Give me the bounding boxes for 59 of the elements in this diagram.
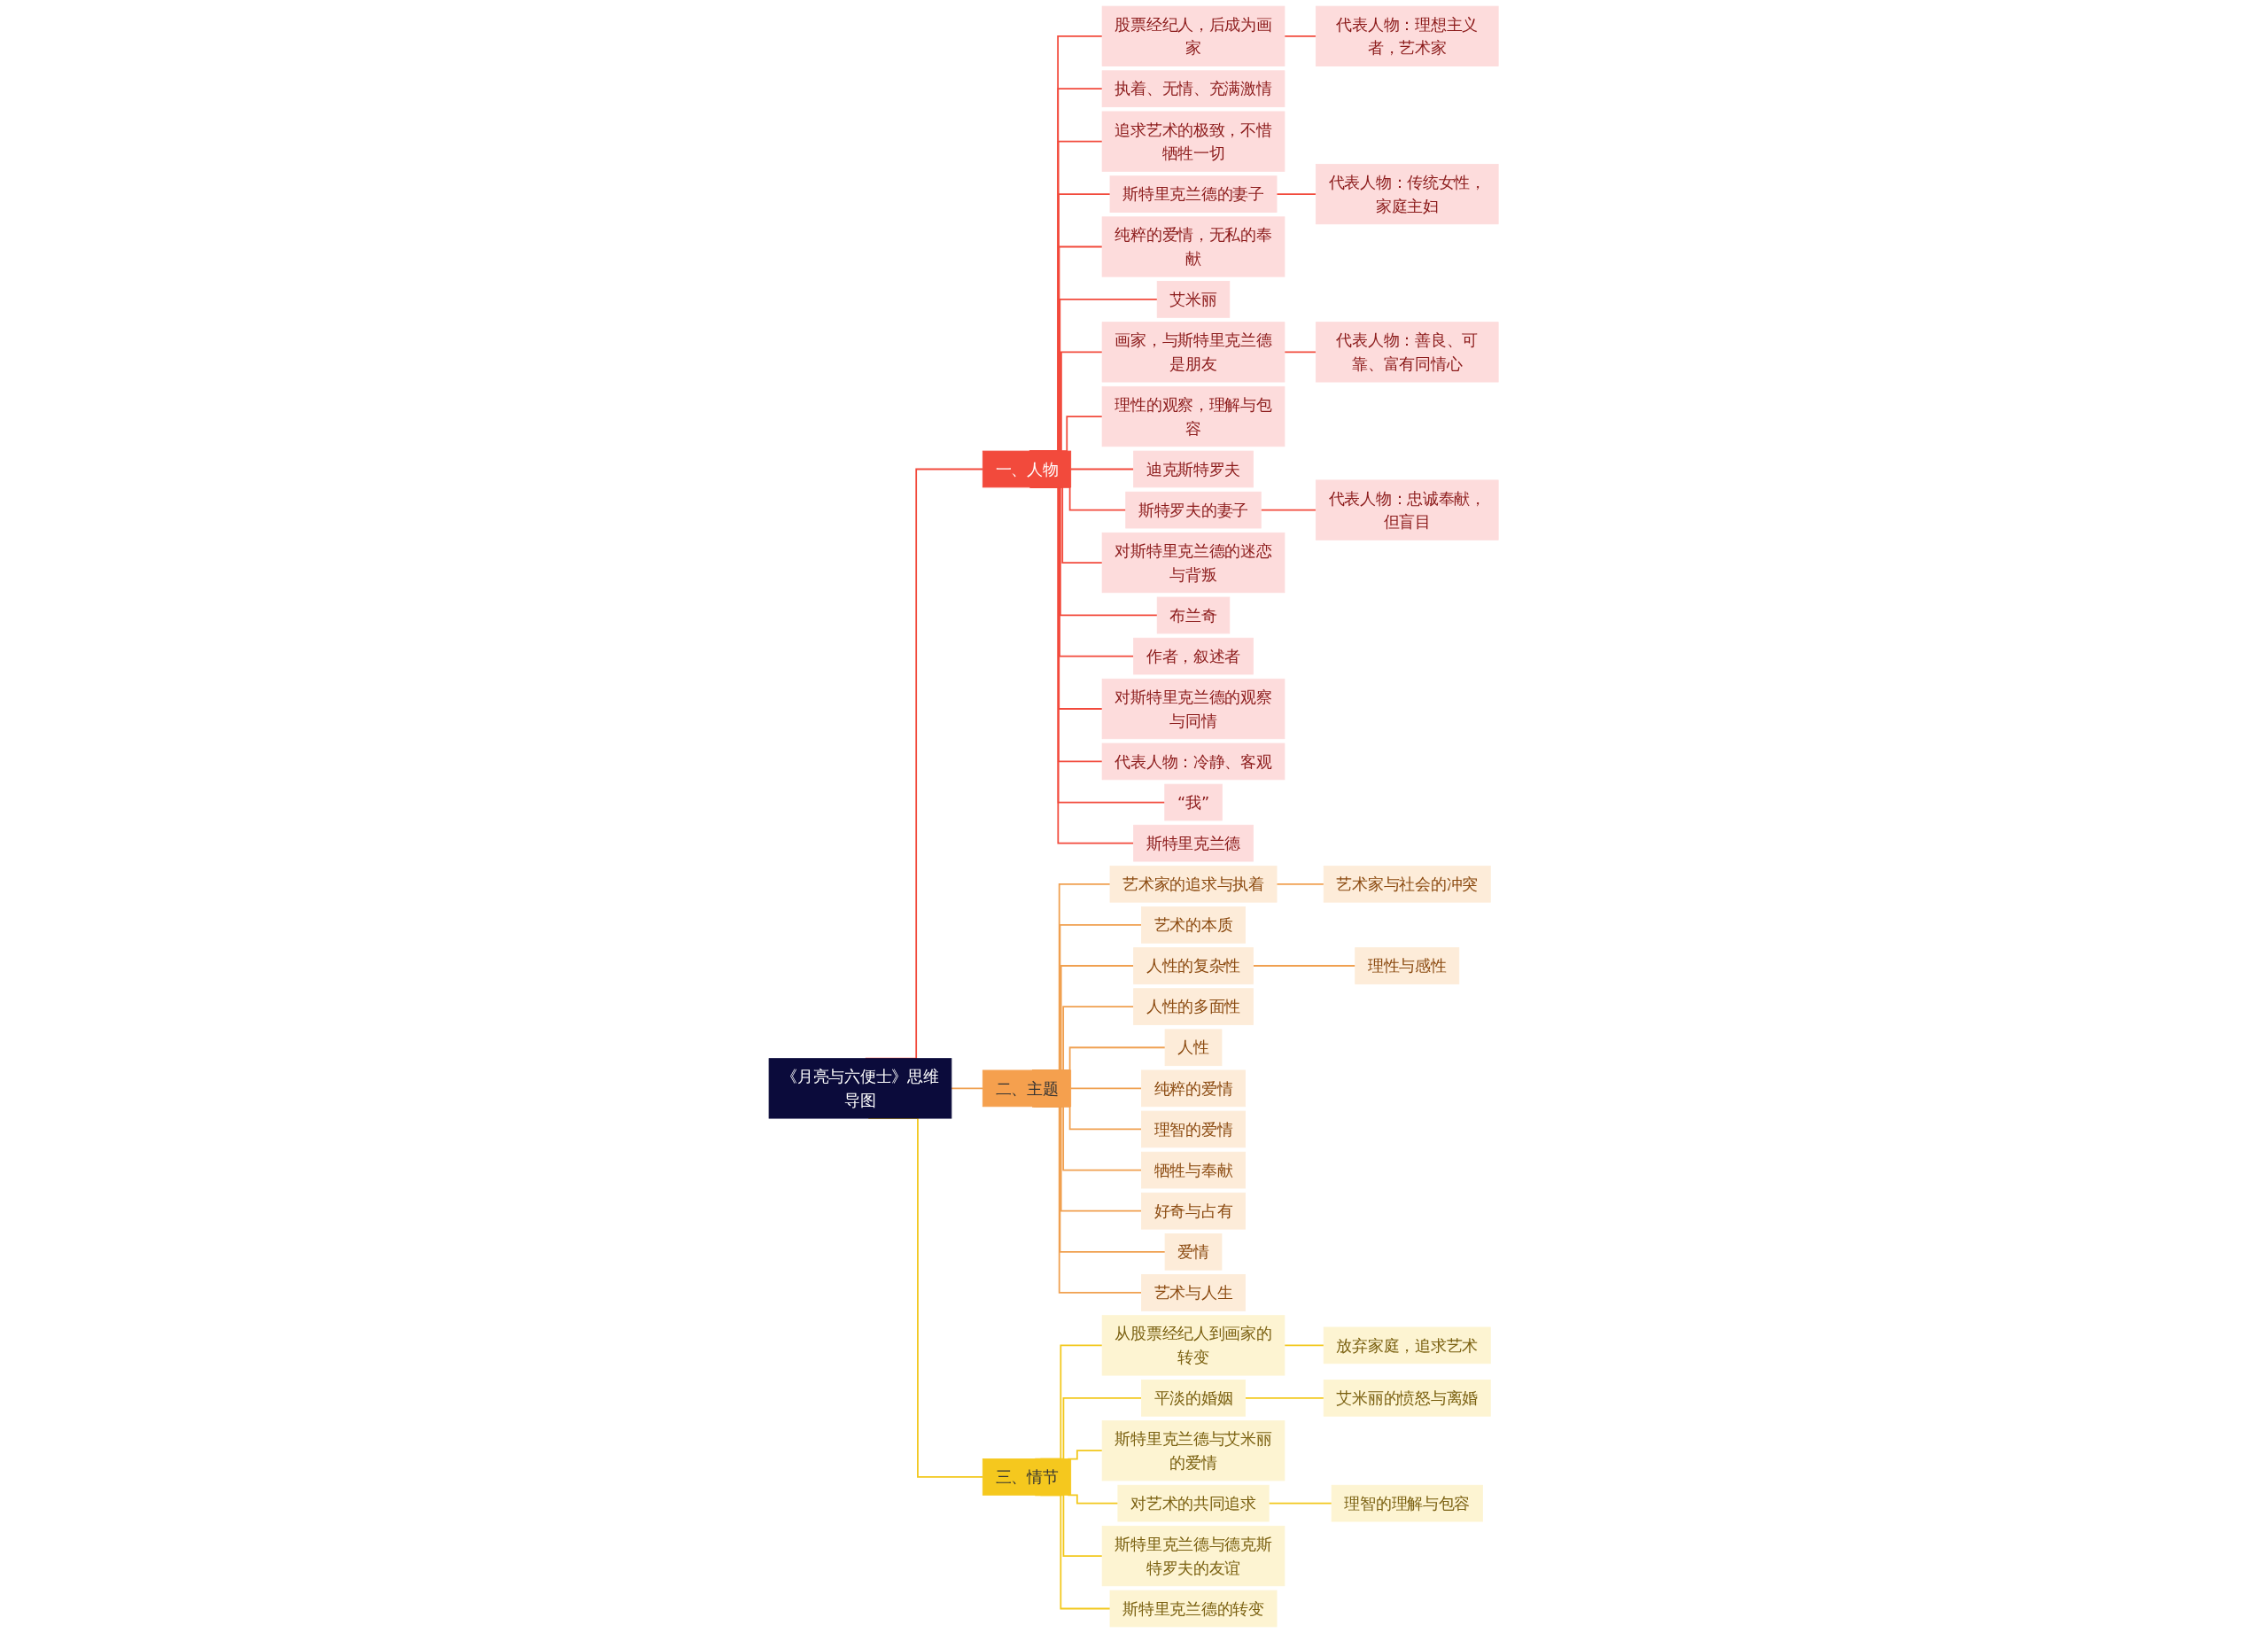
node-box: 斯特里克兰德的妻子: [1109, 175, 1278, 213]
connector: [1276, 883, 1325, 885]
connector: [1276, 193, 1317, 195]
node-box: 追求艺术的极致，不惜牺牲一切: [1102, 111, 1285, 172]
node-box: 好奇与占有: [1141, 1192, 1247, 1230]
connector: [1284, 1344, 1325, 1347]
node-box: 人性的复杂性: [1133, 947, 1254, 984]
node-box: 执着、无情、充满激情: [1102, 70, 1285, 108]
node-box: 迪克斯特罗夫: [1133, 450, 1254, 488]
node-box: 艺术与人生: [1141, 1274, 1247, 1311]
node-box: 代表人物：传统女性，家庭主妇: [1316, 163, 1499, 225]
node-box: 爱情: [1165, 1233, 1223, 1271]
node-box: 艺术的本质: [1141, 906, 1247, 944]
connector: [1070, 468, 1135, 470]
node-box: 斯特罗夫的妻子: [1125, 491, 1262, 529]
node-box: 布兰奇: [1157, 596, 1231, 634]
node-box: 艺术家与社会的冲突: [1324, 865, 1492, 903]
node-box: 三、情节: [983, 1458, 1072, 1496]
node-box: 画家，与斯特里克兰德是朋友: [1102, 322, 1285, 383]
node-box: 从股票经纪人到画家的转变: [1102, 1315, 1285, 1376]
node-box: 艾米丽的愤怒与离婚: [1324, 1379, 1492, 1417]
node-box: 理性与感性: [1355, 947, 1460, 984]
node-box: 《月亮与六便士》思维导图: [769, 1058, 952, 1119]
connector: [1260, 509, 1317, 511]
connector: [951, 1087, 984, 1090]
node-box: 代表人物：冷静、客观: [1102, 743, 1285, 781]
node-box: 艾米丽: [1157, 281, 1231, 318]
node-box: 纯粹的爱情，无私的奉献: [1102, 216, 1285, 277]
connector: [1268, 1502, 1333, 1505]
connector: [1252, 965, 1356, 967]
node-box: 平淡的婚姻: [1141, 1379, 1247, 1417]
node-box: 代表人物：忠诚奉献，但盲目: [1316, 479, 1499, 540]
node-box: 理性的观察，理解与包容: [1102, 385, 1285, 447]
node-box: 斯特里克兰德: [1133, 824, 1254, 862]
node-box: 放弃家庭，追求艺术: [1324, 1326, 1492, 1365]
node-box: 理智的爱情: [1141, 1110, 1247, 1148]
node-box: 斯特里克兰德与艾米丽的爱情: [1102, 1420, 1285, 1481]
connector: [1245, 1396, 1325, 1399]
node-box: 纯粹的爱情: [1141, 1069, 1247, 1108]
connector: [1284, 351, 1317, 354]
node-box: 对斯特里克兰德的迷恋与背叛: [1102, 532, 1285, 594]
node-box: 对斯特里克兰德的观察与同情: [1102, 678, 1285, 740]
node-box: 人性: [1165, 1029, 1223, 1067]
node-box: 理智的理解与包容: [1332, 1484, 1484, 1522]
node-box: 牺牲与奉献: [1141, 1151, 1247, 1189]
connector: [1070, 1087, 1143, 1090]
node-box: 股票经纪人，后成为画家: [1102, 5, 1285, 66]
node-box: “我”: [1164, 783, 1223, 821]
node-box: 对艺术的共同追求: [1117, 1484, 1270, 1522]
node-box: 二、主题: [983, 1069, 1072, 1108]
node-box: 一、人物: [983, 450, 1072, 488]
node-box: 代表人物：理想主义者，艺术家: [1316, 5, 1499, 66]
connector: [1284, 35, 1317, 37]
node-box: 斯特里克兰德与德克斯特罗夫的友谊: [1102, 1525, 1285, 1587]
node-box: 斯特里克兰德的转变: [1109, 1590, 1278, 1628]
node-box: 作者，叙述者: [1133, 637, 1254, 675]
node-box: 代表人物：善良、可靠、富有同情心: [1316, 322, 1499, 383]
node-box: 艺术家的追求与执着: [1109, 865, 1278, 903]
node-box: 人性的多面性: [1133, 988, 1254, 1025]
